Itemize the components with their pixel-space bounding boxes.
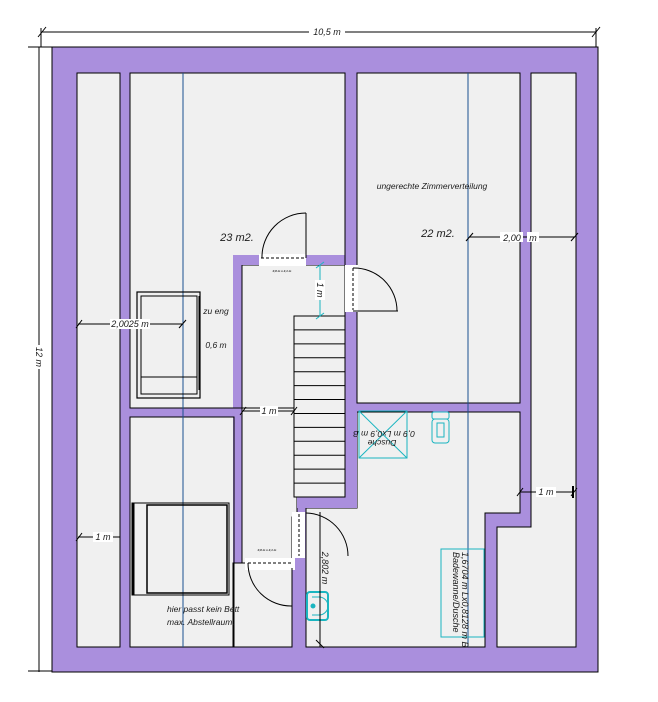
dimension-hall-width: 1 m [239,406,298,416]
note-no-bed-line1: hier passt kein Bett [167,604,240,614]
dimension-right-room: 2,00 m [465,232,579,243]
door-left-room: 0,8 m x 2,1 m [259,212,307,273]
shower-size-label: 0,9 m Lx0,9 m B [353,429,415,439]
bed-storage [131,502,230,596]
dimension-left-knee: 1 m [75,532,120,542]
left-room-area: 23 m2. [219,232,254,244]
door-bathroom [292,512,349,558]
note-no-bed-line2: max. Abstellraum. [167,617,235,627]
dimension-right-knee: 1 m [516,486,578,498]
door-right-room [345,265,398,312]
dimension-stair-landing: 1 m [315,261,325,320]
overall-height-label: 12 m [34,347,44,368]
stair-landing-label: 1 m [315,282,325,298]
right-knee-label: 1 m [538,487,554,497]
sink-fixture [306,591,329,621]
left-knee-space [76,72,121,648]
bathtub-label: Badewanne/Dusche [451,552,461,633]
shower-fixture [358,410,408,459]
note-too-narrow: zu eng [202,306,229,316]
bath-depth-label: 2,802 m [320,551,330,585]
shower-label: Dusche [367,438,396,448]
knee-wall-left [120,73,130,647]
bathtub-size-label: 1,6704 m Lx0,8128 m B [460,552,470,648]
dimension-overall-width: 10,5 m [37,26,601,47]
dimension-left-room: 2,0025 m [75,319,187,329]
bath-top-wall [357,403,531,412]
room-divider-wall [345,73,357,255]
right-room-area: 22 m2. [420,228,455,240]
dimension-overall-height: 12 m [28,46,52,672]
knee-wall-right [520,73,531,403]
door-label: 0,8 m x 2,1 m [258,548,277,552]
toilet-fixture [431,411,450,444]
door-label: 0,8 m x 2,1 m [273,269,292,273]
door-storage: 0,8 m x 2,1 m [245,548,295,607]
overall-width-label: 10,5 m [313,27,341,37]
right-room-width-unit: m [529,233,537,243]
bed-left-room [136,291,201,399]
hall-width-label: 1 m [261,406,277,416]
staircase [293,315,346,498]
left-knee-label: 1 m [95,532,111,542]
left-room-width-label: 2,0025 m [110,319,149,329]
note-bed-gap: 0,6 m [205,340,226,350]
storage-top-wall [120,408,233,417]
bath-left-wall [292,563,306,647]
right-room-width-label: 2,00 [502,233,521,243]
bathtub-fixture [440,548,485,638]
wall-outlines [76,72,577,648]
dimension-bath-depth: 2,802 m [315,512,330,649]
note-uneven-rooms: ungerechte Zimmerverteilung [377,181,488,191]
